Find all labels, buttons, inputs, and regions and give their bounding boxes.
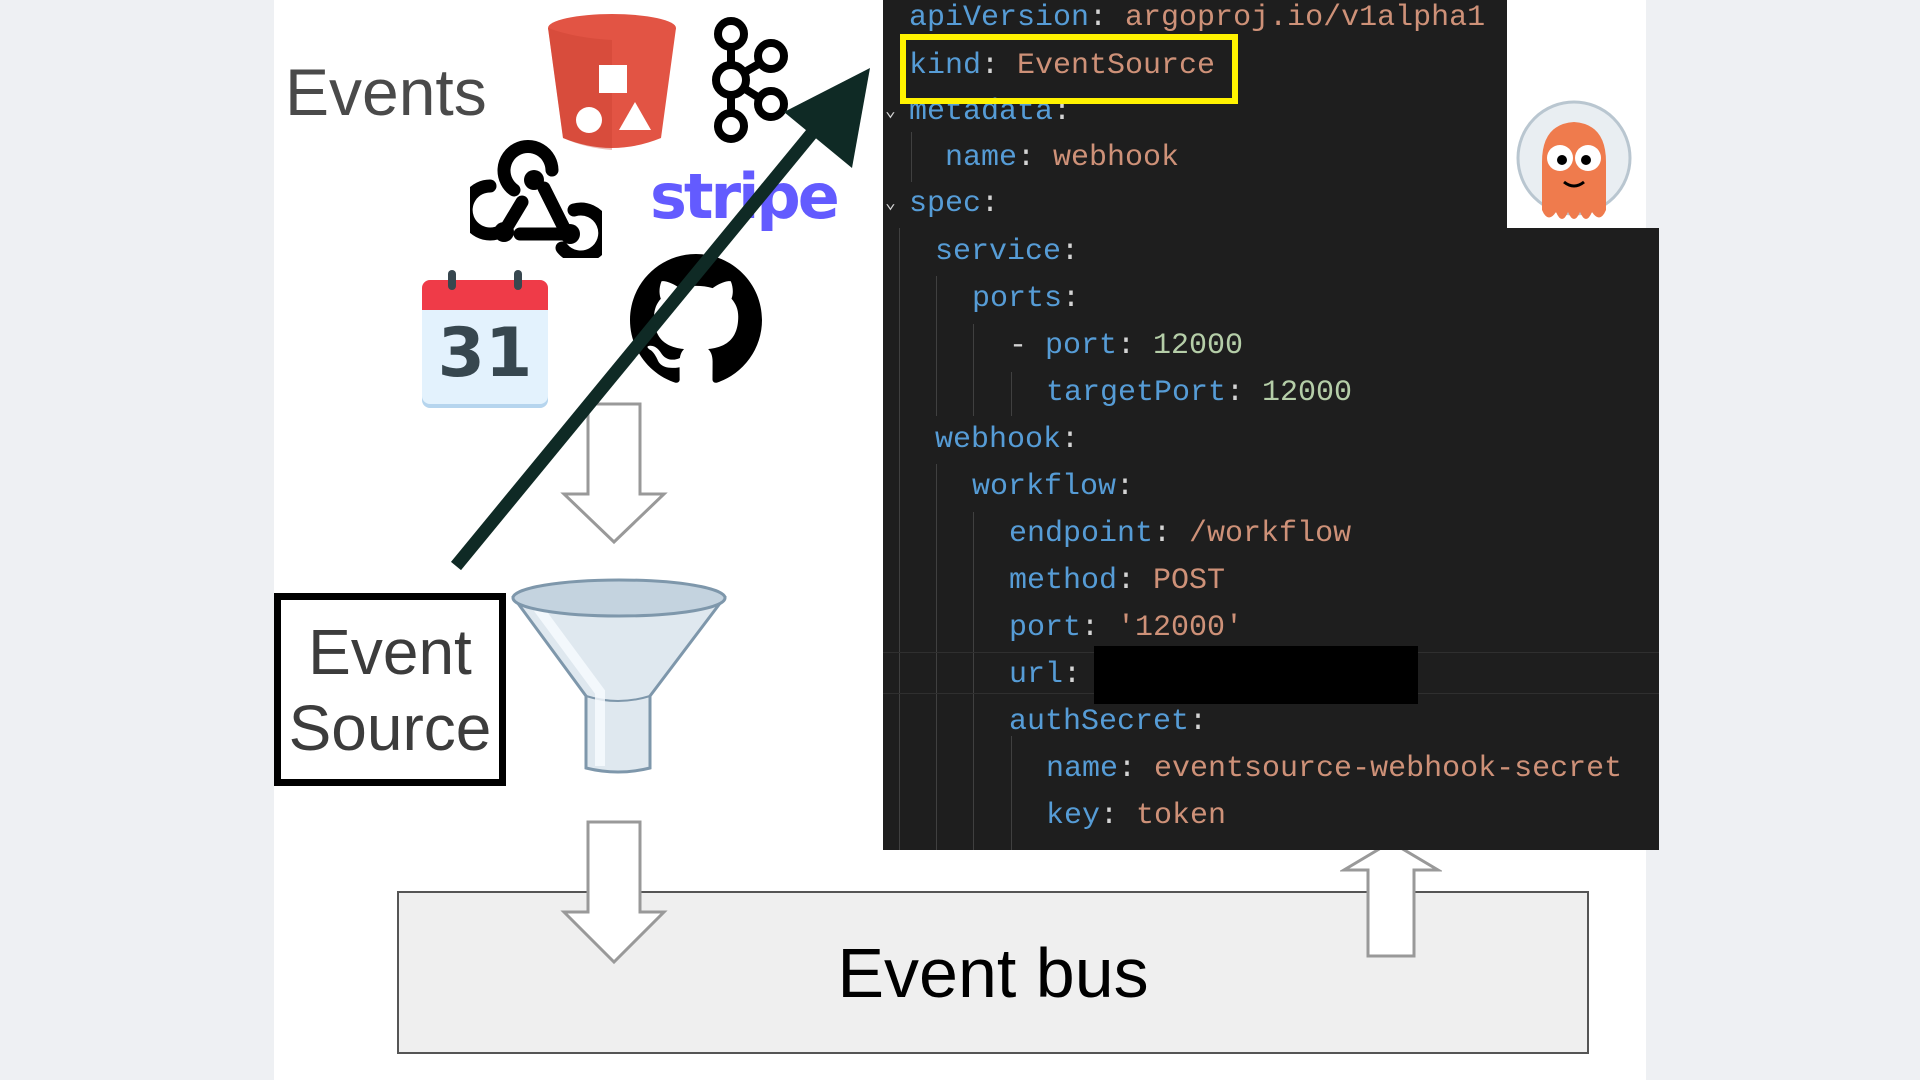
code-line-workflow: workflow: (972, 467, 1134, 507)
argo-mascot-icon (1512, 100, 1636, 230)
code-line-method: method: POST (1009, 561, 1225, 601)
kafka-icon (703, 14, 793, 144)
events-label: Events (285, 54, 487, 130)
kind-highlight-box (900, 34, 1238, 104)
down-arrow-icon (560, 402, 668, 546)
event-source-box: Event Source (274, 593, 506, 786)
github-icon (628, 254, 764, 386)
code-line-service: service: (935, 232, 1079, 272)
calendar-day: 31 (422, 314, 548, 393)
code-line-url: url: (1009, 655, 1081, 695)
fold-chevron-icon[interactable]: ⌄ (885, 184, 896, 224)
up-arrow-icon (1340, 840, 1442, 958)
stripe-logo: stripe (650, 160, 837, 233)
webhook-icon (470, 140, 602, 258)
s3-bucket-icon (545, 10, 680, 152)
code-line-ports: ports: (972, 279, 1080, 319)
code-line-port: - port: 12000 (1009, 326, 1243, 366)
event-source-label-line1: Event (308, 614, 472, 690)
code-line-secret-key: key: token (1046, 796, 1226, 836)
code-line-name: name: webhook (945, 138, 1179, 178)
code-line-authsecret: authSecret: (1009, 702, 1207, 742)
funnel-icon (508, 578, 730, 778)
code-line-webhook: webhook: (935, 420, 1079, 460)
code-panel-main: service: ports: - port: 12000 targetPort… (883, 228, 1659, 850)
code-line-apiversion: apiVersion: argoproj.io/v1alpha1 (909, 0, 1485, 38)
code-line-endpoint: endpoint: /workflow (1009, 514, 1351, 554)
event-source-label-line2: Source (289, 690, 492, 766)
calendar-icon: 31 (422, 270, 548, 404)
code-line-spec: spec: (909, 184, 999, 224)
fold-chevron-icon[interactable]: ⌄ (885, 92, 896, 132)
down-arrow-to-bus-icon (560, 820, 668, 966)
event-bus-label: Event bus (837, 933, 1148, 1013)
code-line-port-string: port: '12000' (1009, 608, 1243, 648)
code-line-targetport: targetPort: 12000 (1046, 373, 1352, 413)
redacted-url-block (1094, 646, 1418, 704)
code-line-secret-name: name: eventsource-webhook-secret (1046, 749, 1622, 789)
